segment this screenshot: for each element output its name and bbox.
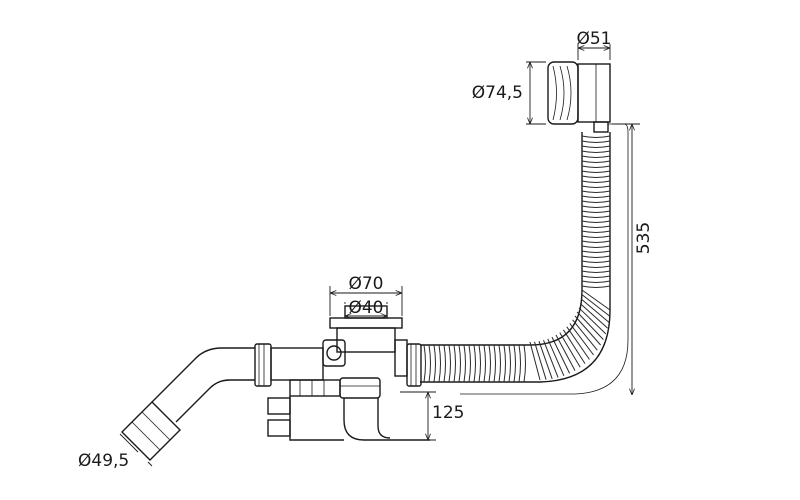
dimension-overflow-cap: Ø74,5	[472, 61, 546, 125]
label-hose-length: 535	[634, 222, 654, 254]
corrugated-hose	[420, 123, 629, 395]
outlet-elbow	[121, 343, 324, 461]
dimension-trap-height: 125	[400, 391, 464, 441]
hose-connector	[394, 339, 422, 387]
dimension-overflow-outer: Ø51	[576, 29, 612, 60]
dimension-drain-outer: Ø70	[329, 274, 403, 316]
overflow-head	[547, 61, 611, 133]
label-overflow-outer: Ø51	[576, 29, 611, 49]
label-drain-outer: Ø70	[348, 274, 383, 294]
dimension-hose-length: 535	[612, 123, 654, 395]
trap-body	[267, 377, 430, 441]
label-overflow-cap: Ø74,5	[472, 83, 523, 103]
dimension-outlet: Ø49,5	[78, 433, 153, 471]
label-outlet: Ø49,5	[78, 451, 129, 471]
dimension-drain-inner: Ø40	[344, 298, 388, 318]
label-drain-inner: Ø40	[348, 298, 383, 318]
label-trap-height: 125	[432, 403, 464, 423]
